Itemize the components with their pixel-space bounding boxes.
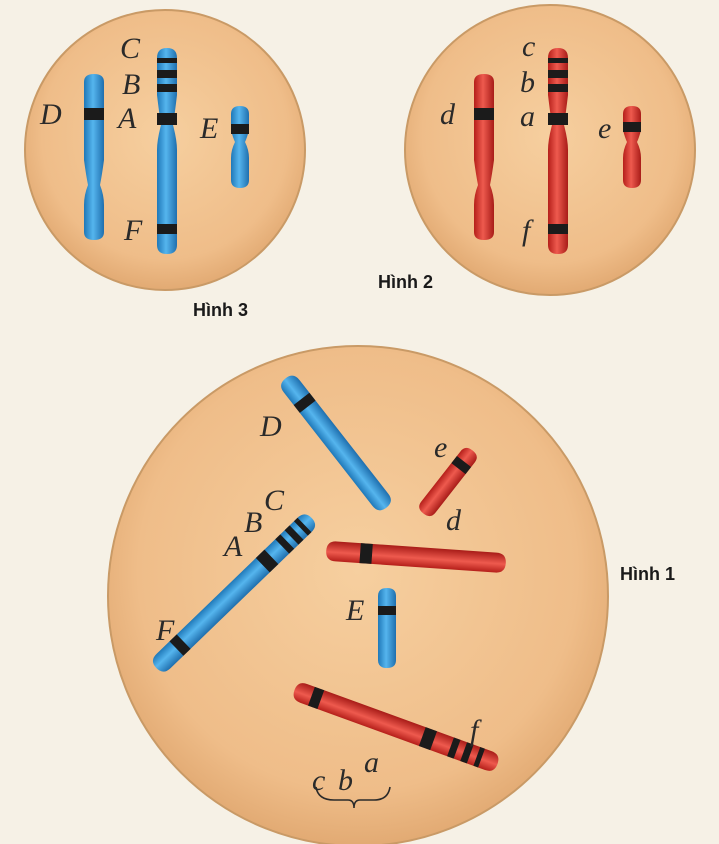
gene-label-A: A bbox=[116, 102, 137, 135]
gene-label-D-h1: D bbox=[259, 410, 282, 443]
brace-cba bbox=[315, 786, 391, 809]
gene-label-F-h1: F bbox=[155, 614, 175, 647]
chromosome-E-hinh3 bbox=[231, 106, 249, 188]
gene-label-c: c bbox=[522, 30, 535, 63]
gene-label-C-h1: C bbox=[264, 484, 285, 517]
gene-label-B-h1: B bbox=[244, 506, 262, 539]
gene-label-b: b bbox=[520, 66, 535, 99]
gene-label-F: F bbox=[123, 214, 143, 247]
gene-label-B: B bbox=[122, 68, 140, 101]
cell-hinh-3: C B A D E F bbox=[24, 9, 306, 291]
gene-label-e-h1: e bbox=[434, 431, 447, 464]
chromosome-E-hinh1 bbox=[378, 588, 396, 668]
gene-label-A-h1: A bbox=[222, 530, 243, 563]
chromosome-abcf-hinh1 bbox=[293, 683, 499, 771]
chromosome-ABCF-hinh1 bbox=[152, 514, 316, 672]
chromosome-D-hinh3 bbox=[84, 74, 104, 240]
gene-label-b-h1: b bbox=[338, 764, 353, 797]
chromosome-D-hinh1 bbox=[281, 375, 391, 511]
gene-label-E: E bbox=[199, 112, 218, 145]
figure-caption-hinh-1: Hình 1 bbox=[620, 564, 675, 584]
cell-hinh-2: c b a d e f bbox=[404, 4, 696, 296]
gene-label-d-h1: d bbox=[446, 504, 462, 537]
chromosome-abcf-hinh2 bbox=[548, 48, 568, 254]
chromosome-d-hinh2 bbox=[474, 74, 494, 240]
gene-label-a-h1: a bbox=[364, 746, 379, 779]
chromosome-e-hinh2 bbox=[623, 106, 641, 188]
gene-label-D: D bbox=[39, 98, 62, 131]
chromosome-e-hinh1 bbox=[419, 447, 477, 517]
gene-label-E-h1: E bbox=[345, 594, 364, 627]
figure-caption-hinh-2: Hình 2 bbox=[378, 272, 433, 292]
gene-label-e: e bbox=[598, 112, 611, 145]
cell-hinh-1-body bbox=[107, 345, 609, 844]
chromosome-d-hinh1 bbox=[326, 541, 506, 573]
chromosome-ABCF-hinh3 bbox=[157, 48, 177, 254]
figure-caption-hinh-3: Hình 3 bbox=[193, 300, 248, 320]
cell-hinh-1: D e d C B A F E f c b a bbox=[107, 345, 609, 844]
gene-label-C: C bbox=[120, 32, 141, 65]
gene-label-a: a bbox=[520, 100, 535, 133]
gene-label-d: d bbox=[440, 98, 456, 131]
gene-label-c-h1: c bbox=[312, 764, 325, 797]
